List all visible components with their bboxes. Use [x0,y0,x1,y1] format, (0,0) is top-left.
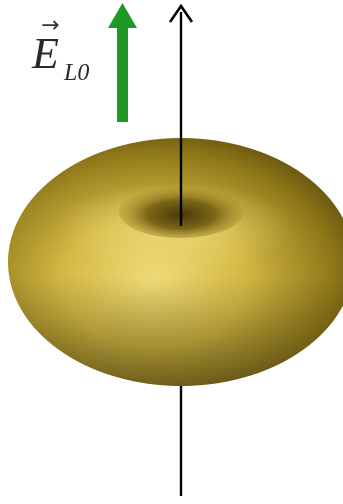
field-direction-arrow [108,3,137,122]
torus-radiation-pattern [8,138,343,386]
up-arrow-icon [108,3,137,28]
field-subscript: L0 [63,60,89,86]
field-symbol: E [31,29,59,78]
field-label: → E L0 [31,13,89,86]
